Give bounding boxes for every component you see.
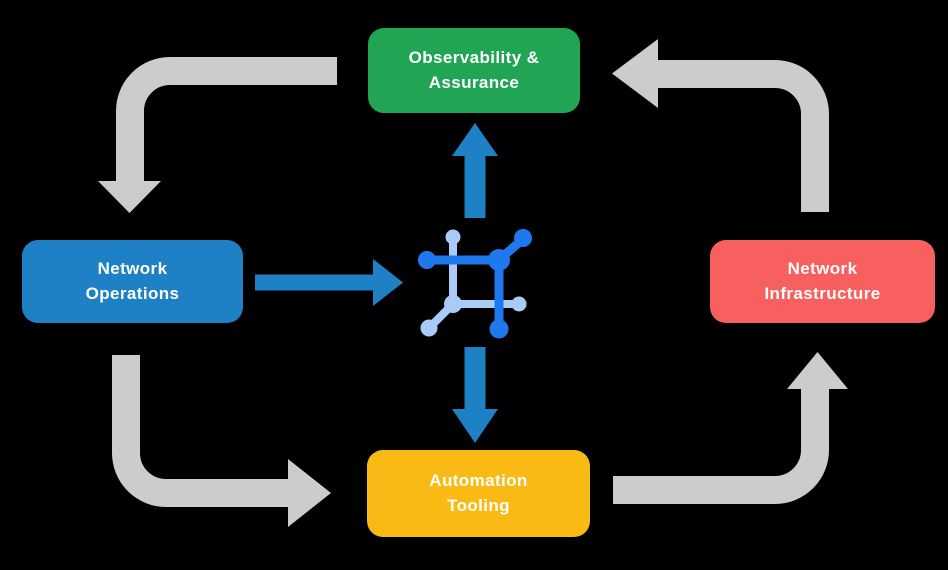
- arrow-head-left-icon: [612, 39, 658, 108]
- node-operations-label: Network Operations: [85, 258, 180, 303]
- arrow-operations-to-center: [255, 259, 403, 306]
- arrow-operations-to-automation: [112, 355, 331, 527]
- arrow-center-to-observability: [452, 123, 498, 218]
- icon-light-node-right: [511, 296, 527, 312]
- icon-light-node-diagonal: [420, 319, 438, 337]
- icon-dark-node-diagonal: [514, 229, 532, 247]
- node-observability-label: Observability & Assurance: [408, 47, 540, 92]
- arrow-head-right-icon: [373, 259, 403, 306]
- icon-dark-node-bottom: [489, 319, 509, 339]
- arrow-head-up-icon: [787, 352, 848, 389]
- icon-dark-node-left: [418, 251, 436, 269]
- arrow-head-down-icon: [452, 409, 498, 443]
- arrow-shaft: [613, 388, 829, 504]
- arrow-center-to-automation: [452, 347, 498, 443]
- arrow-head-up-icon: [452, 123, 498, 156]
- arrow-shaft: [657, 60, 829, 212]
- arrow-automation-to-infrastructure: [613, 352, 848, 504]
- arrow-head-down-icon: [98, 181, 161, 213]
- network-node-icon: [418, 229, 532, 339]
- icon-dark-node-corner: [488, 249, 510, 271]
- arrow-shaft: [112, 355, 289, 507]
- arrow-observability-to-operations: [98, 57, 337, 213]
- node-infrastructure-label: Network Infrastructure: [764, 258, 881, 303]
- node-automation-tooling: Automation Tooling: [367, 450, 590, 537]
- node-automation-label: Automation Tooling: [429, 470, 528, 515]
- node-observability-assurance: Observability & Assurance: [368, 28, 580, 113]
- arrow-shaft: [116, 57, 337, 182]
- arrow-head-right-icon: [288, 459, 331, 527]
- icon-light-node-corner: [444, 295, 462, 313]
- arrow-infrastructure-to-observability: [612, 39, 829, 212]
- icon-light-node-top: [445, 229, 461, 245]
- node-network-infrastructure: Network Infrastructure: [710, 240, 935, 323]
- node-network-operations: Network Operations: [22, 240, 243, 323]
